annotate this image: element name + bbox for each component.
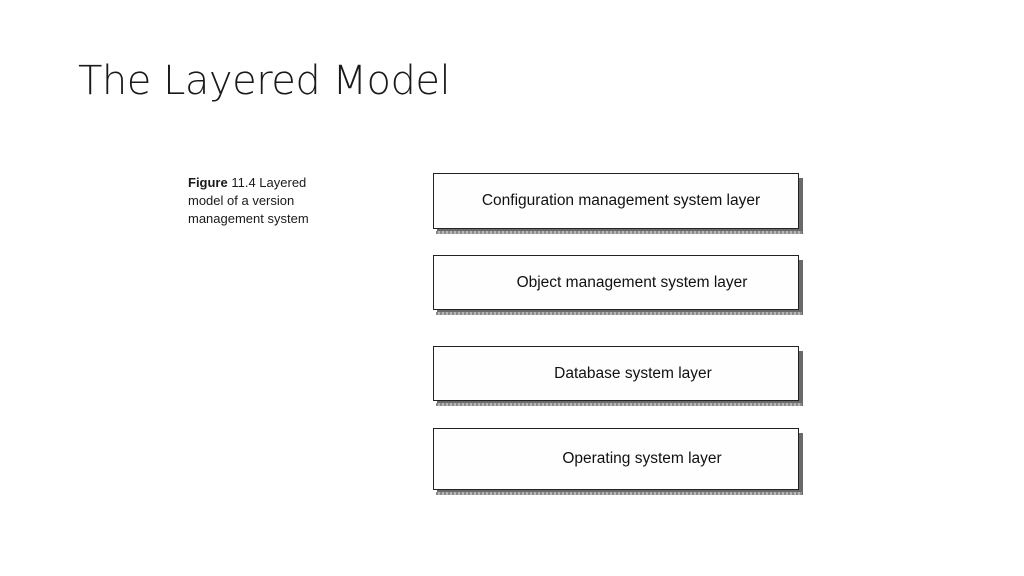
slide-title: The Layered Model xyxy=(78,58,451,104)
figure-caption-text: 11.4 Layered model of a version manageme… xyxy=(188,175,309,226)
layer-label: Configuration management system layer xyxy=(481,192,761,209)
layer-database-system: Database system layer xyxy=(433,346,802,406)
layer-label: Object management system layer xyxy=(516,273,748,291)
layer-object-management: Object management system layer xyxy=(433,255,802,315)
layer-configuration-management: Configuration management system layer xyxy=(433,173,802,234)
layer-label: Database system layer xyxy=(554,364,712,382)
layer-label: Operating system layer xyxy=(562,450,722,467)
figure-label: Figure xyxy=(188,175,228,190)
layer-operating-system: Operating system layer xyxy=(433,428,802,495)
figure-caption: Figure 11.4 Layered model of a version m… xyxy=(188,174,338,228)
